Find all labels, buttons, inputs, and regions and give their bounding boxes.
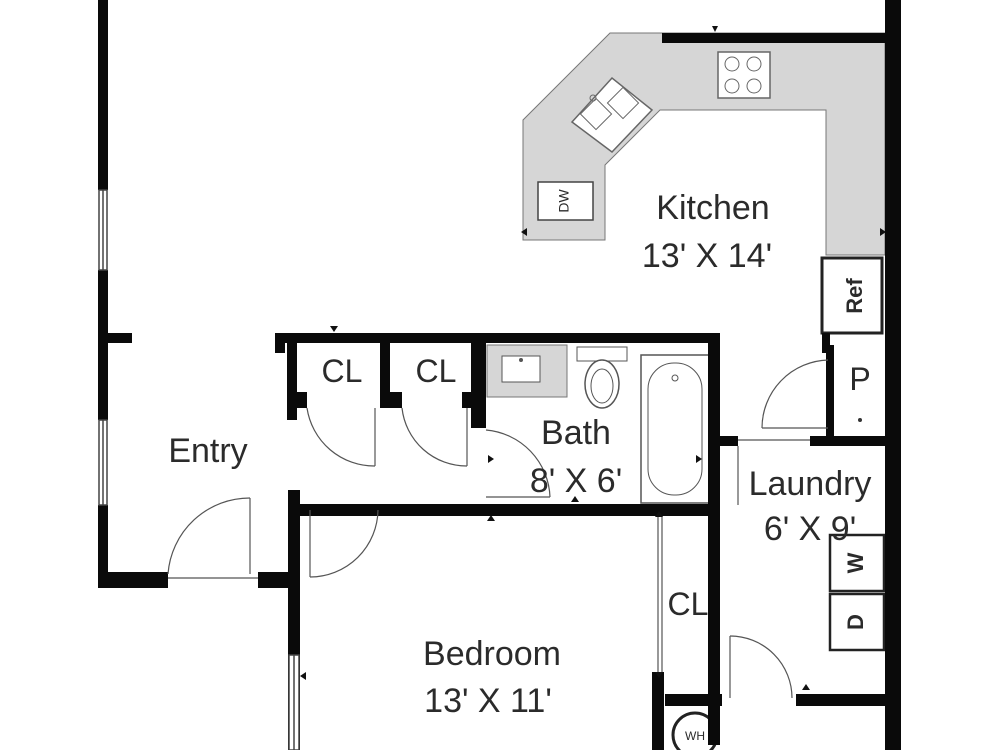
bedroom-dims: 13' X 11' bbox=[424, 682, 552, 720]
dryer: D bbox=[828, 592, 886, 652]
bedroom-closet-label: CL bbox=[668, 586, 709, 622]
washer: W bbox=[828, 533, 886, 593]
bath-vanity bbox=[486, 344, 568, 398]
toilet bbox=[576, 346, 628, 409]
refrigerator-label: Ref bbox=[842, 278, 867, 314]
bath-name: Bath bbox=[541, 414, 611, 452]
kitchen-name: Kitchen bbox=[656, 189, 769, 227]
pantry-marker bbox=[858, 418, 862, 422]
kitchen-sink bbox=[570, 76, 654, 153]
bedroom-name: Bedroom bbox=[423, 635, 561, 673]
cooktop bbox=[717, 51, 771, 99]
kitchen-dims: 13' X 14' bbox=[642, 237, 772, 275]
entry-closet-1-label: CL bbox=[322, 353, 363, 389]
walls bbox=[98, 0, 901, 750]
dishwasher-label: DW bbox=[556, 189, 572, 213]
dishwasher: DW bbox=[537, 181, 594, 221]
dryer-label: D bbox=[843, 614, 868, 630]
refrigerator: Ref bbox=[820, 256, 884, 335]
bath-dims: 8' X 6' bbox=[530, 462, 622, 500]
windows bbox=[98, 189, 300, 750]
pantry-label: P bbox=[849, 361, 870, 397]
washer-label: W bbox=[843, 552, 868, 573]
laundry-name: Laundry bbox=[749, 465, 872, 503]
entry-closet-2-label: CL bbox=[416, 353, 457, 389]
water-heater-label: WH bbox=[685, 729, 705, 743]
entry-name: Entry bbox=[168, 432, 247, 470]
doors bbox=[167, 359, 829, 699]
bathtub bbox=[640, 354, 710, 504]
dimension-markers bbox=[300, 26, 886, 690]
laundry-dims: 6' X 9' bbox=[764, 510, 856, 548]
